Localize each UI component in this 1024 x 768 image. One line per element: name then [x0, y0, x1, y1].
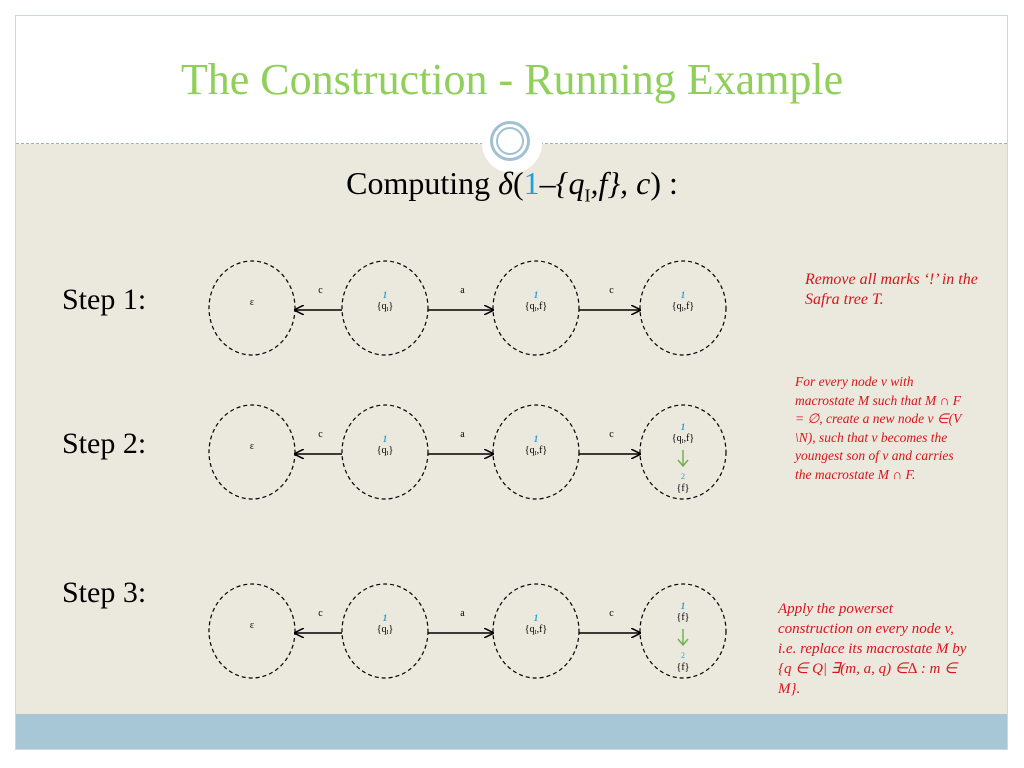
node-mark: 1 [534, 290, 539, 300]
tree-node [341, 260, 429, 356]
edge-label: c [318, 608, 323, 619]
edge-label: c [609, 608, 614, 619]
node-macrostate: {qI} [377, 624, 394, 636]
note-remove-marks: Remove all marks ‘!’ in the Safra tree T… [805, 271, 978, 308]
slide-title: The Construction - Running Example [180, 55, 844, 104]
node-label: ε [250, 297, 254, 308]
node-mark: 1 [383, 613, 388, 623]
edge-label: c [609, 285, 614, 296]
ornament-inner-ring [496, 127, 524, 155]
child-arrow-head [677, 459, 689, 468]
subtitle-dash: –{ [539, 165, 569, 201]
edge-label: c [318, 429, 323, 440]
subtitle-q: q [568, 165, 585, 201]
note-create-node: For every node v with macrostate M such … [795, 374, 962, 482]
node-mark: 1 [383, 290, 388, 300]
subtitle-close: ) : [650, 165, 678, 201]
node-mark: 1 [383, 434, 388, 444]
node-mark: 1 [534, 434, 539, 444]
node-macrostate: {qI,f} [525, 445, 547, 457]
edge-label: a [460, 285, 465, 296]
child-macrostate: {f} [677, 662, 690, 673]
subtitle-node: 1 [523, 165, 540, 201]
tree-node [208, 583, 296, 679]
content-area [16, 144, 1007, 714]
child-mark: 2 [681, 651, 685, 660]
child-macrostate: {f} [677, 483, 690, 494]
node-mark: 1 [681, 290, 686, 300]
subtitle-prefix: Computing [346, 165, 499, 201]
subtitle-c: c [636, 165, 651, 201]
node-macrostate: {qI,f} [672, 433, 694, 445]
child-mark: 2 [681, 472, 685, 481]
node-mark: 1 [681, 601, 686, 611]
node-macrostate: {qI,f} [672, 301, 694, 313]
node-macrostate: {qI} [377, 445, 394, 457]
step-1-label: Step 1: [62, 283, 147, 316]
node-macrostate: {f} [677, 612, 690, 623]
node-label: ε [250, 441, 254, 452]
node-label: ε [250, 620, 254, 631]
node-mark: 1 [681, 422, 686, 432]
tree-node [341, 583, 429, 679]
edge-label: c [318, 285, 323, 296]
subtitle-open: ( [513, 165, 524, 201]
edge-label: a [460, 429, 465, 440]
tree-node [208, 404, 296, 500]
subtitle-rest: ,f}, [590, 165, 637, 201]
note-powerset: Apply the powerset construction on every… [778, 601, 967, 697]
node-macrostate: {qI} [377, 301, 394, 313]
tree-node [341, 404, 429, 500]
subtitle-delta: δ [498, 165, 513, 201]
subtitle-q-sub: I [584, 185, 591, 206]
node-macrostate: {qI,f} [525, 301, 547, 313]
child-arrow-head [677, 638, 689, 647]
step-3-label: Step 3: [62, 576, 147, 609]
node-macrostate: {qI,f} [525, 624, 547, 636]
edge-label: c [609, 429, 614, 440]
footer-bar [16, 714, 1007, 749]
edge-label: a [460, 608, 465, 619]
subtitle: Computing δ(1–{qI,f}, c) : [0, 165, 1024, 206]
node-mark: 1 [534, 613, 539, 623]
step-2-label: Step 2: [62, 427, 147, 460]
tree-node [208, 260, 296, 356]
